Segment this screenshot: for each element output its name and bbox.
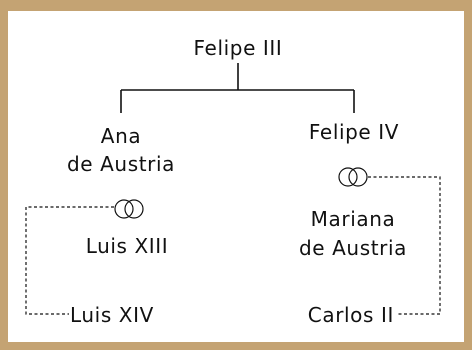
interlocking-rings-icon — [114, 199, 144, 219]
person-ana-de-austria-line1: Ana — [101, 124, 141, 148]
person-felipe-iv: Felipe IV — [309, 120, 399, 144]
person-felipe-iii: Felipe III — [194, 36, 283, 60]
person-carlos-ii: Carlos II — [308, 303, 394, 327]
descent-line-carlos-ii — [368, 176, 441, 315]
descent-line-luis-xiv — [25, 206, 114, 315]
interlocking-rings-icon — [338, 167, 368, 187]
person-ana-de-austria-line2: de Austria — [67, 152, 175, 176]
person-luis-xiv: Luis XIV — [70, 303, 154, 327]
person-luis-xiii: Luis XIII — [86, 234, 169, 258]
family-tree-diagram: Felipe III Ana de Austria Felipe IV Luis… — [25, 36, 441, 327]
person-mariana-de-austria-line2: de Austria — [299, 236, 407, 260]
person-mariana-de-austria-line1: Mariana — [311, 207, 396, 231]
